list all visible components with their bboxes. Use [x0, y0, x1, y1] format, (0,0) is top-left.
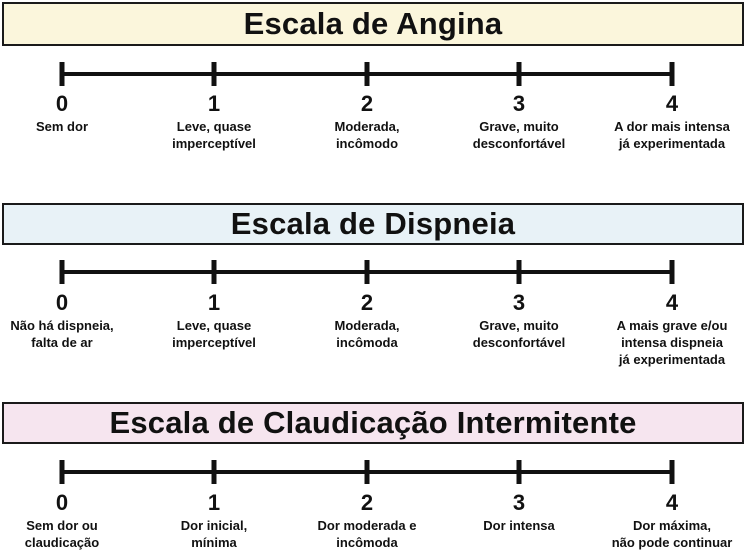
dispneia-level-0-label: Não há dispneia, falta de ar	[10, 318, 114, 350]
angina-level-0-label: Sem dor	[35, 119, 88, 134]
claudicacao-level-1-number: 1	[207, 490, 221, 515]
dispneia-scale-axis	[0, 256, 750, 296]
claudicacao-level-4-label: Dor máxima, não pode continuar	[611, 518, 733, 550]
angina-level-0-number: 0	[55, 91, 69, 116]
dispneia-level-3-number: 3	[512, 290, 526, 315]
claudicacao-level-3-number: 3	[512, 490, 526, 515]
dispneia-level-4-number: 4	[665, 290, 679, 315]
claudicacao-scale-axis	[0, 456, 750, 496]
angina-level-2-label: Moderada, incômodo	[334, 119, 400, 151]
dispneia-scale-title-banner: Escala de Dispneia	[2, 203, 744, 245]
claudicacao-level-0-number: 0	[55, 490, 69, 515]
dispneia-scale-title: Escala de Dispneia	[230, 206, 516, 241]
claudicacao-level-2-number: 2	[360, 490, 374, 515]
dispneia-level-1-number: 1	[207, 290, 221, 315]
claudicacao-level-0-label: Sem dor ou claudicação	[24, 518, 100, 550]
claudicacao-scale-title-banner: Escala de Claudicação Intermitente	[2, 402, 744, 444]
dispneia-level-2-label: Moderada, incômoda	[334, 318, 400, 350]
angina-level-1-label: Leve, quase imperceptível	[172, 119, 256, 151]
claudicacao-scale-line	[59, 460, 675, 484]
dispneia-level-1-label: Leve, quase imperceptível	[172, 318, 256, 350]
angina-scale-title-banner: Escala de Angina	[2, 2, 744, 46]
claudicacao-level-2-label: Dor moderada e incômoda	[317, 518, 417, 550]
angina-level-1-number: 1	[207, 91, 221, 116]
angina-level-3-label: Grave, muito desconfortável	[472, 119, 566, 151]
dispneia-level-3-label: Grave, muito desconfortável	[472, 318, 566, 350]
angina-level-4-number: 4	[665, 91, 679, 116]
dispneia-level-2-number: 2	[360, 290, 374, 315]
angina-scale-title: Escala de Angina	[243, 6, 503, 41]
dispneia-level-0-number: 0	[55, 290, 69, 315]
dispneia-level-4-label: A mais grave e/ou intensa dispneia já ex…	[616, 318, 728, 367]
claudicacao-scale-title: Escala de Claudicação Intermitente	[109, 405, 637, 440]
angina-level-4-label: A dor mais intensa já experimentada	[614, 119, 730, 151]
angina-level-3-number: 3	[512, 91, 526, 116]
claudicacao-level-3-label: Dor intensa	[483, 518, 555, 533]
angina-scale-line	[59, 62, 675, 86]
angina-scale-axis	[0, 58, 750, 98]
dispneia-scale-line	[59, 260, 675, 284]
claudicacao-level-4-number: 4	[665, 490, 679, 515]
claudicacao-level-1-label: Dor inicial, mínima	[180, 518, 248, 550]
angina-level-2-number: 2	[360, 91, 374, 116]
